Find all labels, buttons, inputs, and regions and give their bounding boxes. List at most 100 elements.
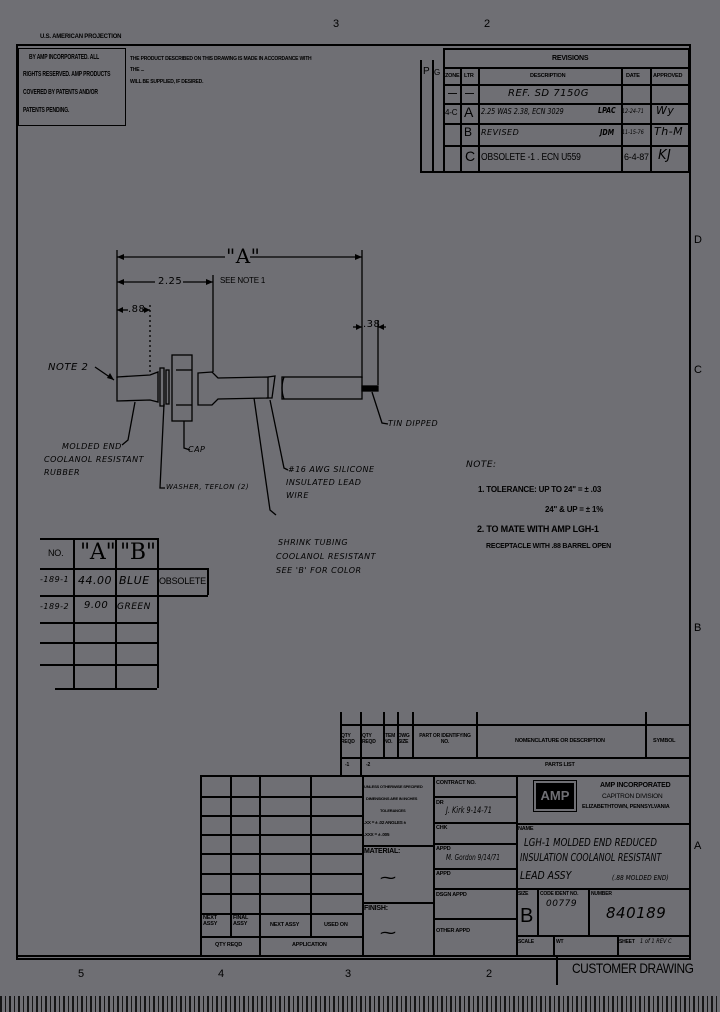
leader	[121, 401, 136, 446]
tin-dipped-label: TIN DIPPED	[388, 419, 439, 428]
dash-row-a: 44.00	[78, 574, 112, 587]
copyright-line: RIGHTS RESERVED. AMP PRODUCTS	[23, 71, 111, 78]
notes-title: NOTE:	[466, 460, 497, 470]
note-2-cont: RECEPTACLE WITH .88 BARREL OPEN	[486, 543, 611, 550]
shrink-label: SHRINK TUBING	[278, 538, 349, 547]
parts-col-item: ITEM NO.	[384, 733, 396, 745]
rev-row-date: 11-15-76	[622, 129, 644, 136]
dim-a-label: "A"	[226, 244, 261, 268]
dash-col-no: NO.	[48, 548, 64, 558]
molded-end-label: RUBBER	[44, 468, 81, 477]
qty-reqd-label: QTY REQD	[215, 942, 243, 948]
wt-label: WT	[556, 939, 564, 945]
rev-row-zone: 4-C	[445, 108, 458, 117]
cap-label: CAP	[188, 445, 206, 454]
parts-col-dwg: DWG SIZE	[398, 733, 410, 745]
rev-row-date: 12-24-71	[622, 108, 644, 115]
leader	[183, 421, 191, 451]
application-label: APPLICATION	[292, 942, 327, 948]
other-appd-label: OTHER APPD	[436, 928, 470, 934]
zone-bottom-4: 4	[218, 968, 225, 980]
dim-88-label: .88	[128, 304, 146, 315]
proprietary-note: THE PRODUCT DESCRIBED ON THIS DRAWING IS…	[130, 56, 312, 62]
tolerance-line: TOLERANCES	[380, 808, 406, 813]
note-1-cont: 24" & UP = ± 1%	[545, 505, 604, 514]
dr-label: DR	[436, 800, 444, 806]
dr-signature: J. Kirk 9-14-71	[446, 806, 492, 816]
size-value: B	[520, 905, 534, 927]
rev-row-approved: KJ	[658, 148, 672, 163]
chk-label: CHK	[436, 825, 448, 831]
washer-label: WASHER, TEFLON (2)	[166, 483, 250, 491]
tin-dipped-end	[361, 385, 379, 392]
copyright-line: PATENTS PENDING.	[23, 107, 70, 114]
wire-label: #16 AWG SILICONE	[288, 465, 375, 474]
tolerance-line: .XX = ± .02 ANGLES ±	[364, 820, 406, 825]
sheet-value: 1 of 1 REV C	[640, 938, 672, 945]
rev-row-description: REF. SD 7150G	[508, 88, 590, 99]
tolerance-line: .XXX = ± .005	[364, 832, 390, 837]
note-1: 1. TOLERANCE: UP TO 24" = ± .03	[478, 485, 602, 494]
shrink-tubing	[197, 371, 269, 406]
parts-col-description: NOMENCLATURE OR DESCRIPTION	[515, 738, 605, 744]
footer-divider	[556, 955, 558, 985]
zone-bottom-2: 2	[486, 968, 493, 980]
proprietary-note: THE ...	[130, 67, 145, 73]
material-label: MATERIAL:	[364, 848, 401, 855]
dim-225-label: 2.25	[158, 276, 183, 287]
rev-row-description: REVISED	[481, 128, 520, 137]
dim-38-label: .38	[363, 319, 381, 330]
wire-label: INSULATED LEAD	[286, 478, 362, 487]
contract-label: CONTRACT NO.	[436, 780, 476, 786]
copyright-box: BY AMP INCORPORATED. ALL RIGHTS RESERVED…	[18, 48, 126, 126]
washer	[165, 369, 170, 405]
parts-dash-2: -2	[366, 762, 371, 768]
parts-col-qty: QTY REQD	[362, 733, 376, 745]
drawing-title: LGH-1 MOLDED END REDUCED	[524, 836, 657, 849]
zone-top-2: 2	[484, 18, 491, 30]
parts-dash-1: -1	[345, 762, 350, 768]
zone-top-3: 3	[333, 18, 340, 30]
leader	[269, 399, 289, 471]
number-label: NUMBER	[591, 891, 612, 897]
dash-row-no: -189-1	[40, 575, 70, 584]
drawing-frame	[16, 44, 691, 960]
rev-row-ltr: A	[464, 104, 474, 120]
code-ident-value: 00779	[546, 899, 578, 909]
drawing-title: INSULATION COOLANOL RESISTANT	[520, 852, 662, 864]
company-location: ELIZABETHTOWN, PENNSYLVANIA	[582, 804, 670, 810]
zone-right-a: A	[694, 840, 702, 852]
dash-col-b: "B"	[120, 540, 156, 565]
finish-value: ⁓	[380, 923, 397, 942]
scale-label: SCALE	[518, 939, 534, 945]
appd-signature: M. Gordon 9/14/71	[446, 853, 500, 862]
drawing-title: LEAD ASSY	[520, 869, 572, 882]
parts-col-symbol: SYMBOL	[653, 738, 676, 744]
shrink-label: COOLANOL RESISTANT	[276, 552, 377, 561]
rev-row-description: OBSOLETE -1 . ECN U559	[481, 152, 581, 163]
rev-row-date: 6-4-87	[624, 152, 649, 162]
company-division: CAPITRON DIVISION	[602, 793, 663, 800]
rev-row-approved: Th-M	[654, 125, 684, 138]
customer-drawing-label: CUSTOMER DRAWING	[572, 960, 694, 976]
sheet-label: SHEET	[619, 939, 635, 945]
note-2: 2. TO MATE WITH AMP LGH-1	[477, 524, 599, 534]
dsgn-appd-label: DSGN APPD	[436, 892, 467, 898]
rev-col-zone: ZONE	[445, 73, 460, 79]
next-assy-label: NEXT ASSY	[270, 922, 300, 928]
cap	[171, 354, 193, 422]
rev-col-date: DATE	[626, 73, 640, 79]
zone-bottom-5: 5	[78, 968, 85, 980]
molded-end-label: COOLANOL RESISTANT	[44, 455, 145, 464]
shrink-label: SEE 'B' FOR COLOR	[276, 566, 362, 575]
parts-col-part: PART OR IDENTIFYING NO.	[419, 733, 471, 745]
revisions-title: REVISIONS	[552, 55, 589, 62]
amp-logo: AMP	[533, 780, 577, 812]
dim-a-note: SEE NOTE 1	[220, 276, 266, 285]
parts-list-title: PARTS LIST	[545, 762, 575, 768]
leader	[371, 391, 389, 425]
zone-right-d: D	[694, 234, 702, 246]
rev-row-ltr: B	[464, 125, 472, 139]
copyright-line: BY AMP INCORPORATED. ALL	[29, 54, 100, 61]
